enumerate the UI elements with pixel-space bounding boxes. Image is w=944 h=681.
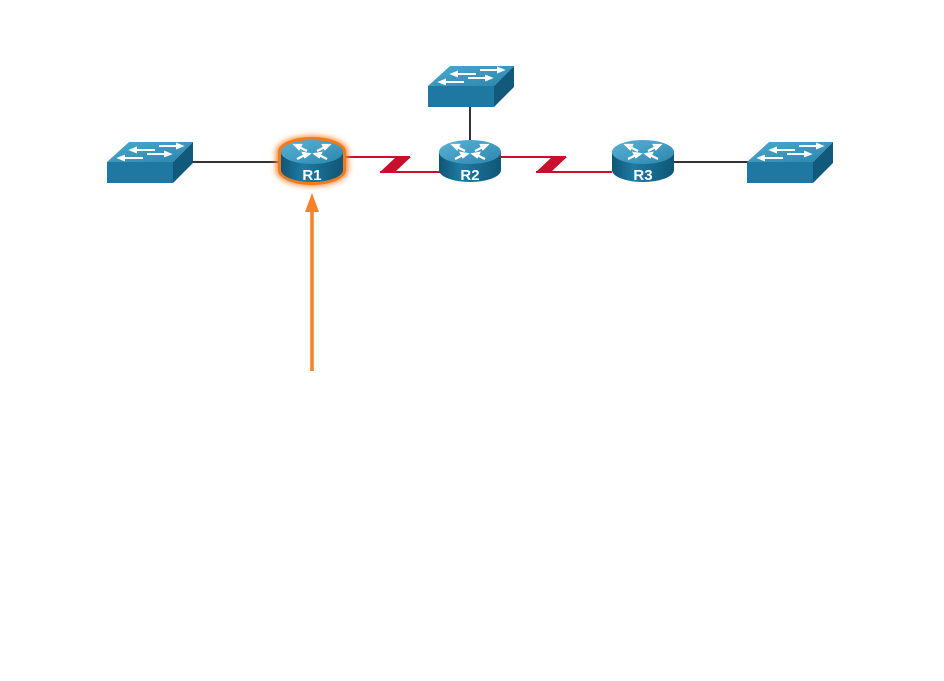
router-r3-label: R3: [633, 167, 652, 184]
arrow-up-icon: [305, 193, 319, 371]
router-r2[interactable]: R2: [437, 138, 503, 184]
router-r2-label: R2: [460, 167, 479, 184]
switch-s3[interactable]: [746, 141, 834, 184]
serial-link-r1-r2: [346, 156, 442, 173]
router-r1[interactable]: R1: [279, 138, 345, 184]
serial-link-r2-r3: [500, 156, 612, 173]
switch-s1[interactable]: [106, 141, 194, 184]
switch-s2[interactable]: [427, 65, 515, 108]
router-r1-label: R1: [302, 167, 321, 184]
router-r3[interactable]: R3: [610, 138, 676, 184]
